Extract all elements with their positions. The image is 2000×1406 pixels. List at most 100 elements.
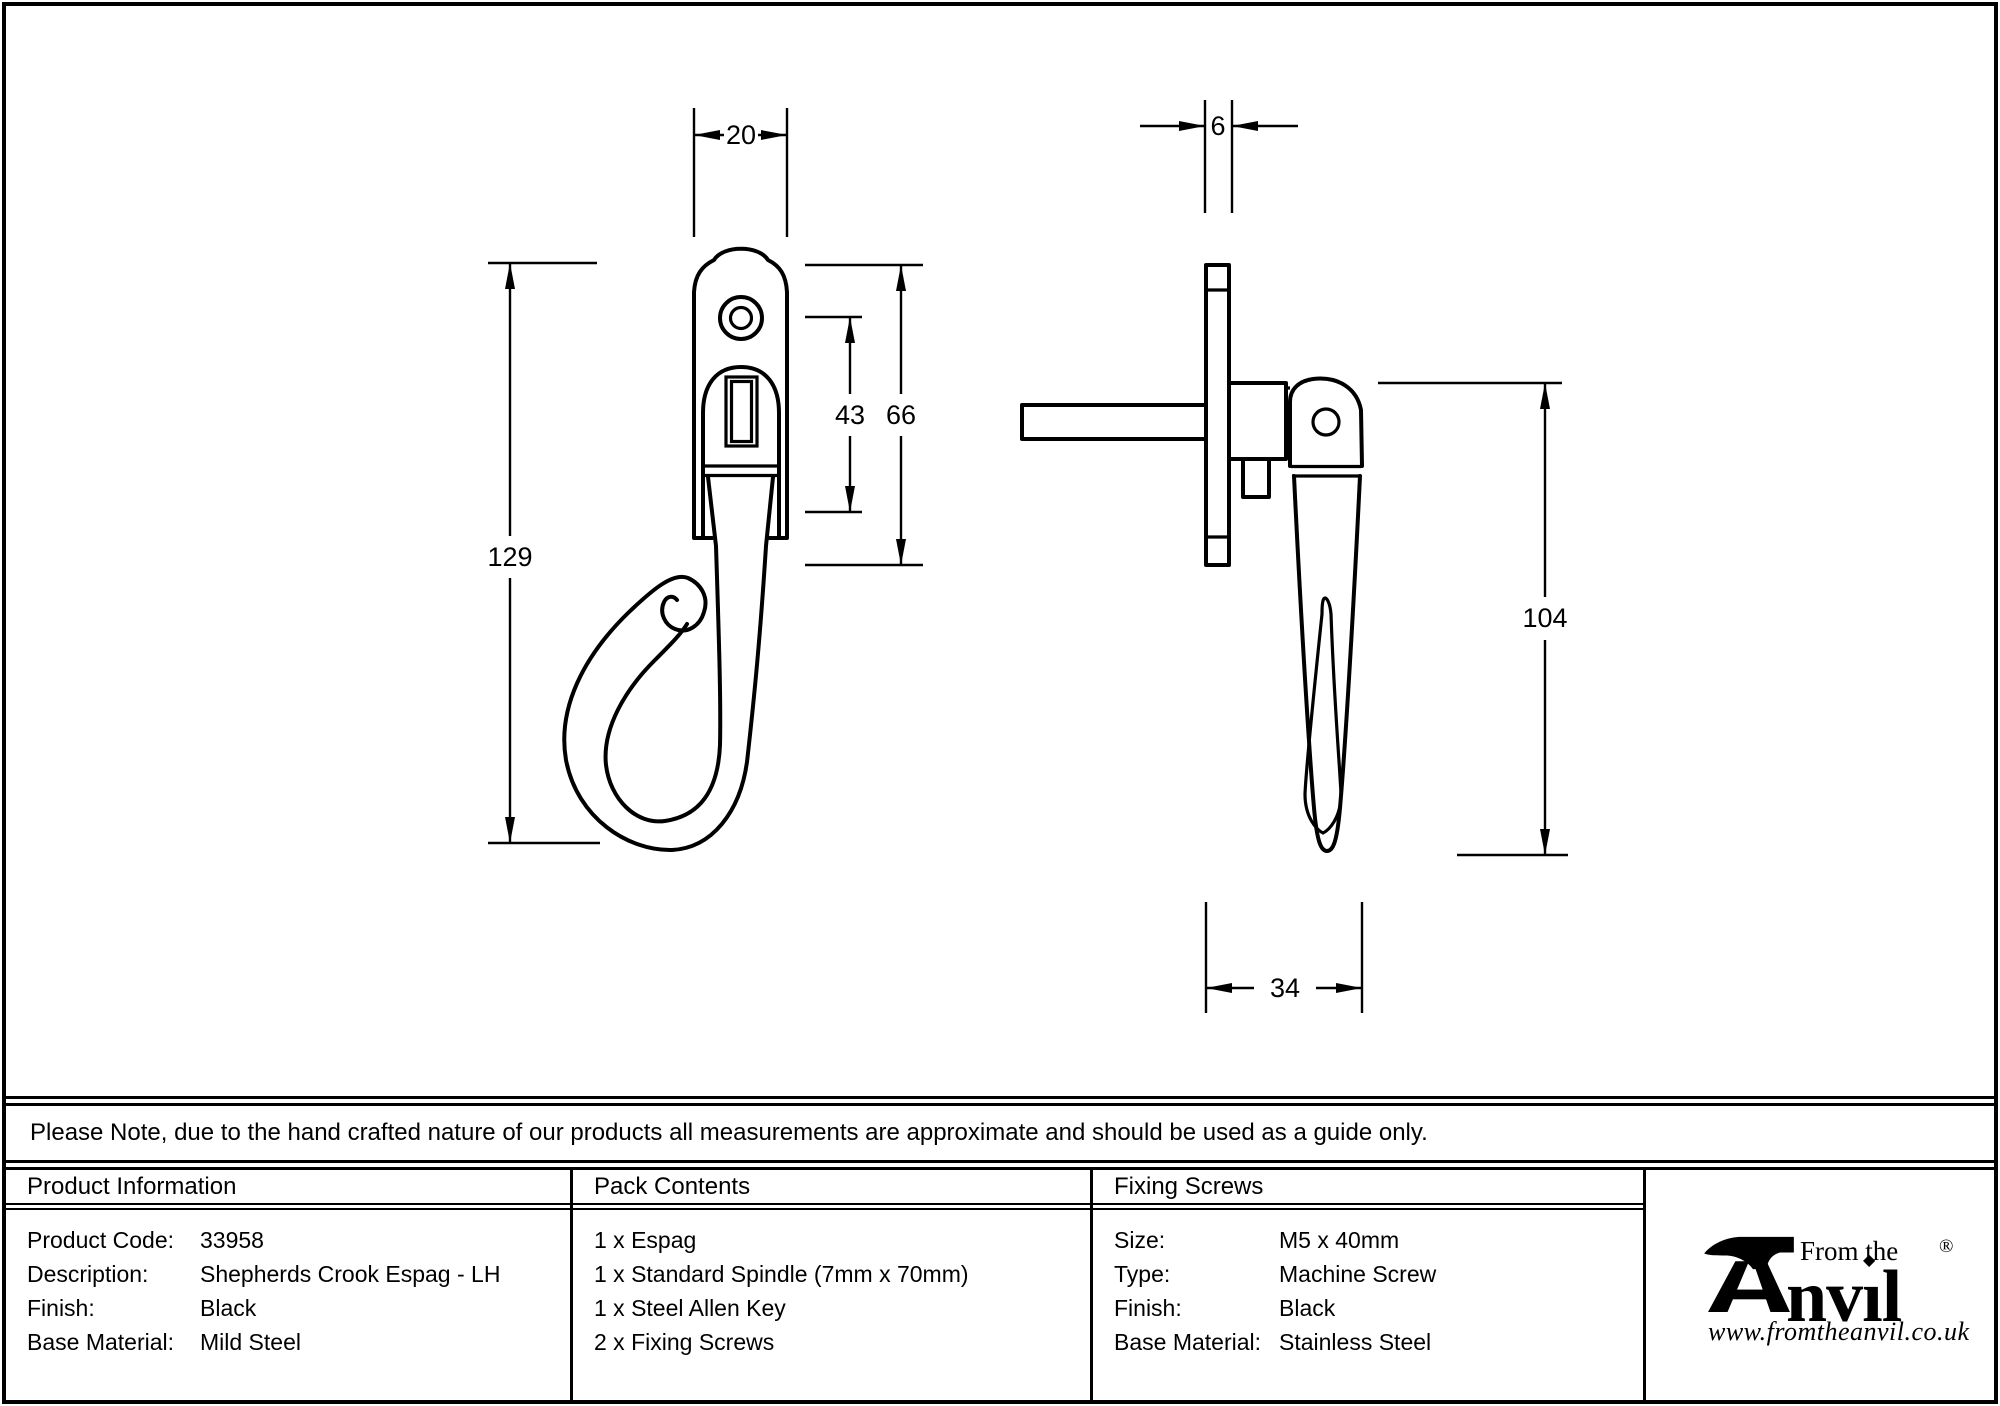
table-row: Type: Machine Screw xyxy=(1114,1257,1643,1291)
side-spindle xyxy=(1020,403,1208,441)
brand-dotless-i: ı xyxy=(1862,1256,1883,1338)
arrow-down-icon xyxy=(896,539,906,565)
table-row: Product Code: 33958 xyxy=(27,1223,570,1257)
row-value: 33958 xyxy=(200,1226,264,1253)
front-crook-outer-edge xyxy=(562,475,775,853)
anvil-icon xyxy=(1704,1236,1794,1312)
dim-label-front-width: 20 xyxy=(726,120,756,150)
row-value: Machine Screw xyxy=(1279,1260,1437,1287)
logo-brand: nvıl xyxy=(1786,1260,1902,1334)
row-label: Description: xyxy=(27,1260,149,1287)
dim-side-projection: 34 xyxy=(1204,902,1364,1013)
note-text: Please Note, due to the hand crafted nat… xyxy=(30,1119,1428,1146)
side-grip-hole xyxy=(1311,407,1341,437)
row-value: Shepherds Crook Espag - LH xyxy=(200,1260,501,1287)
logo-from-the: From the xyxy=(1800,1236,1899,1266)
table-row: Size: M5 x 40mm xyxy=(1114,1223,1643,1257)
diamond-icon: ◆ xyxy=(1863,1252,1876,1269)
list-item: 1 x Steel Allen Key xyxy=(594,1294,786,1321)
anvil-logo: From the nvıl ◆ ® www.fromtheanvil.co.uk xyxy=(1702,1214,1969,1354)
row-value: Stainless Steel xyxy=(1279,1328,1432,1355)
dim-label-side-thickness: 6 xyxy=(1210,111,1225,141)
side-backplate xyxy=(1204,263,1231,567)
side-locking-nib xyxy=(1241,457,1271,499)
arrow-left-icon xyxy=(694,130,720,140)
table-row: Finish: Black xyxy=(27,1291,570,1325)
table-row: Finish: Black xyxy=(1114,1291,1643,1325)
list-item: 1 x Espag xyxy=(594,1226,697,1253)
header-label: Pack Contents xyxy=(594,1172,751,1200)
list-item: 2 x Fixing Screws xyxy=(594,1328,775,1355)
arrow-right-icon xyxy=(1179,121,1205,131)
product-information-section: Product Information Product Code: 33958 … xyxy=(6,1170,570,1400)
fixing-screws-section: Fixing Screws Size: M5 x 40mm Type: Mach… xyxy=(1090,1170,1643,1400)
row-label: Base Material: xyxy=(1114,1328,1262,1355)
dim-front-plate: 66 xyxy=(805,263,923,567)
side-mechanism-block xyxy=(1227,381,1288,461)
brand-text: l xyxy=(1881,1256,1903,1338)
side-backplate-lugs xyxy=(1206,288,1229,539)
row-label: Finish: xyxy=(1114,1294,1182,1321)
side-grip-band xyxy=(1291,464,1361,478)
arrow-right-icon xyxy=(761,130,787,140)
list-item: 1 x Standard Spindle (7mm x 70mm) xyxy=(594,1260,969,1287)
side-grip-taper xyxy=(1292,474,1362,853)
arrow-down-icon xyxy=(845,486,855,512)
row-label: Base Material: xyxy=(27,1328,175,1355)
fixing-screws-header: Fixing Screws xyxy=(1093,1170,1643,1205)
arrow-left-icon xyxy=(1232,121,1258,131)
dim-label-front-plate: 66 xyxy=(886,400,916,430)
arrow-up-icon xyxy=(505,263,515,289)
row-label: Size: xyxy=(1114,1226,1166,1253)
logo-url: www.fromtheanvil.co.uk xyxy=(1708,1317,1970,1346)
front-band-lines xyxy=(703,464,779,478)
pack-contents-section: Pack Contents 1 x Espag 1 x Standard Spi… xyxy=(570,1170,1090,1400)
front-slot-inner xyxy=(729,379,754,444)
side-grip-slit xyxy=(1303,596,1343,835)
arrow-up-icon xyxy=(1540,383,1550,409)
dim-label-front-height: 129 xyxy=(487,542,532,572)
row-value: Black xyxy=(200,1294,257,1321)
front-keep-housing xyxy=(701,365,781,540)
dim-side-handle: 104 xyxy=(1378,381,1568,857)
arrow-left-icon xyxy=(1206,983,1232,993)
front-view xyxy=(562,246,789,853)
row-label: Finish: xyxy=(27,1294,95,1321)
dim-front-width: 20 xyxy=(692,108,789,237)
side-view xyxy=(1020,263,1364,853)
front-screw-hole-inner xyxy=(728,305,754,331)
row-label: Product Code: xyxy=(27,1226,175,1253)
dim-side-thickness: 6 xyxy=(1140,100,1298,213)
front-crook-inner-edge xyxy=(603,475,723,824)
side-grip-top xyxy=(1288,376,1364,468)
logo-cell: From the nvıl ◆ ® www.fromtheanvil.co.uk xyxy=(1643,1170,1994,1400)
drawing-bottom-border xyxy=(6,1096,1994,1099)
table-row: Base Material: Stainless Steel xyxy=(1114,1325,1643,1359)
technical-drawing: 20 129 43 66 6 xyxy=(487,100,1568,1013)
dim-front-height: 129 xyxy=(487,261,600,845)
row-value: Mild Steel xyxy=(200,1328,301,1355)
front-slot-outer xyxy=(724,375,759,448)
dim-front-keep: 43 xyxy=(805,315,865,514)
note-strip: Please Note, due to the hand crafted nat… xyxy=(6,1103,1994,1163)
front-screw-hole-outer xyxy=(718,295,764,341)
dim-label-side-projection: 34 xyxy=(1270,973,1300,1003)
dim-label-front-keep: 43 xyxy=(835,400,865,430)
arrow-up-icon xyxy=(845,317,855,343)
dim-label-side-handle: 104 xyxy=(1522,603,1567,633)
arrow-right-icon xyxy=(1336,983,1362,993)
pack-contents-header: Pack Contents xyxy=(573,1170,1090,1205)
info-table: Product Information Product Code: 33958 … xyxy=(6,1167,1994,1400)
brand-text: nv xyxy=(1786,1256,1863,1338)
arrow-down-icon xyxy=(505,817,515,843)
registered-mark: ® xyxy=(1939,1236,1954,1257)
row-label: Type: xyxy=(1114,1260,1171,1287)
row-value: Black xyxy=(1279,1294,1336,1321)
arrow-down-icon xyxy=(1540,829,1550,855)
table-row: Description: Shepherds Crook Espag - LH xyxy=(27,1257,570,1291)
product-information-header: Product Information xyxy=(6,1170,570,1205)
row-value: M5 x 40mm xyxy=(1279,1226,1400,1253)
header-label: Fixing Screws xyxy=(1114,1172,1264,1200)
arrow-up-icon xyxy=(896,265,906,291)
